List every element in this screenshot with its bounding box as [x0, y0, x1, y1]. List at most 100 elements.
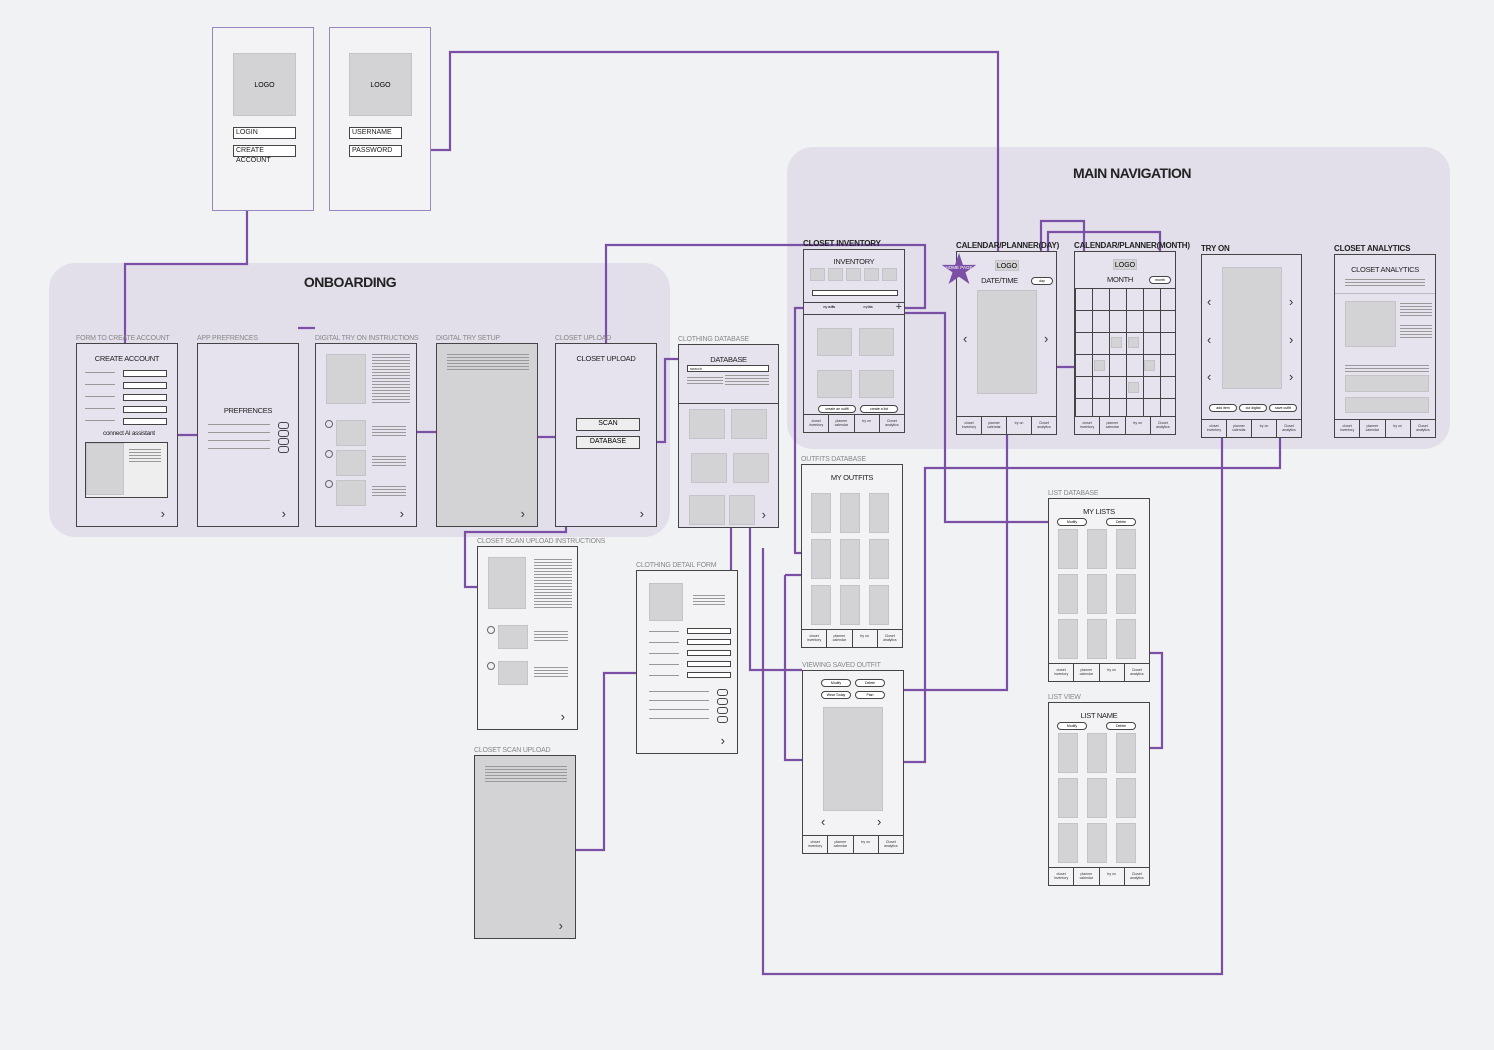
- bottom-nav-item[interactable]: closet inventory: [1054, 668, 1069, 676]
- next-chevron-icon[interactable]: ›: [720, 733, 725, 748]
- bottom-nav-item[interactable]: try on: [851, 630, 877, 647]
- bottom-nav-item[interactable]: Closet analytics: [876, 630, 902, 647]
- login-button[interactable]: LOGIN: [233, 127, 296, 139]
- bottom-nav-item[interactable]: closet inventory: [809, 419, 824, 427]
- pill-button[interactable]: Delete: [855, 679, 885, 687]
- bottom-nav-item[interactable]: planner calendar: [1099, 417, 1124, 434]
- pill-button[interactable]: Delete: [1106, 722, 1136, 730]
- next-chevron-icon[interactable]: ›: [1289, 369, 1294, 384]
- bottom-nav-item[interactable]: Closet analytics: [1149, 417, 1175, 434]
- radio-circle[interactable]: [325, 480, 333, 488]
- form-field[interactable]: [123, 418, 167, 425]
- bottom-nav-item[interactable]: closet inventory: [1080, 421, 1095, 429]
- radio-circle[interactable]: [487, 662, 495, 670]
- bottom-nav-item[interactable]: closet inventory: [961, 421, 977, 429]
- form-field[interactable]: [123, 406, 167, 413]
- database-button[interactable]: DATABASE: [576, 436, 640, 449]
- bottom-nav-item[interactable]: planner calendar: [1226, 420, 1251, 437]
- pill-button[interactable]: create a list: [860, 405, 898, 413]
- next-chevron-icon[interactable]: ›: [399, 506, 404, 521]
- toggle-switch[interactable]: [278, 422, 289, 429]
- toggle-switch[interactable]: [278, 446, 289, 453]
- next-chevron-icon[interactable]: ›: [281, 506, 286, 521]
- username-field[interactable]: USERNAME: [349, 127, 402, 139]
- prev-chevron-icon[interactable]: ‹: [1207, 332, 1212, 347]
- bottom-nav-item[interactable]: try on: [853, 415, 879, 432]
- next-chevron-icon[interactable]: ›: [1044, 331, 1049, 346]
- next-chevron-icon[interactable]: ›: [1289, 294, 1294, 309]
- pill-button[interactable]: Modify: [1057, 518, 1087, 526]
- add-plus-icon[interactable]: +: [895, 301, 902, 313]
- bottom-nav-item[interactable]: try on: [1384, 420, 1410, 437]
- pill-button[interactable]: Modify: [821, 679, 851, 687]
- next-chevron-icon[interactable]: ›: [761, 507, 766, 522]
- bottom-nav-item[interactable]: closet inventory: [1340, 424, 1355, 432]
- pill-button[interactable]: Wear Today: [821, 691, 851, 699]
- bottom-nav-item[interactable]: planner calendar: [826, 630, 851, 647]
- pill-button[interactable]: Modify: [1057, 722, 1087, 730]
- bottom-nav-item[interactable]: try on: [1098, 868, 1124, 885]
- bottom-nav-item[interactable]: planner calendar: [1359, 420, 1384, 437]
- next-chevron-icon[interactable]: ›: [639, 506, 644, 521]
- toggle-switch[interactable]: [278, 438, 289, 445]
- radio-circle[interactable]: [325, 420, 333, 428]
- toggle-switch[interactable]: [717, 698, 728, 705]
- scan-button[interactable]: SCAN: [576, 418, 640, 431]
- month-grid[interactable]: [1075, 288, 1175, 418]
- pill-button[interactable]: save outfit: [1269, 404, 1297, 412]
- pill-button[interactable]: cut digital: [1239, 404, 1267, 412]
- bottom-nav-item[interactable]: try on: [1006, 417, 1031, 434]
- bottom-nav-item[interactable]: Closet analytics: [1031, 417, 1056, 434]
- search-input[interactable]: [812, 290, 898, 296]
- pill-button[interactable]: Plan: [855, 691, 885, 699]
- tab-my-lists[interactable]: my lists: [863, 305, 873, 309]
- bottom-nav-item[interactable]: planner calendar: [1073, 664, 1098, 681]
- prev-chevron-icon[interactable]: ‹: [821, 814, 826, 829]
- search-input[interactable]: search: [687, 365, 769, 372]
- pill-button[interactable]: Delete: [1106, 518, 1136, 526]
- bottom-nav-item[interactable]: planner calendar: [981, 417, 1006, 434]
- pill-button[interactable]: add item: [1209, 404, 1237, 412]
- radio-circle[interactable]: [325, 450, 333, 458]
- toggle-switch[interactable]: [717, 689, 728, 696]
- form-field[interactable]: [123, 394, 167, 401]
- connect-ai-assistant[interactable]: connect AI assistant: [103, 430, 155, 437]
- bottom-nav-item[interactable]: planner calendar: [827, 836, 852, 853]
- bottom-nav-item[interactable]: Closet analytics: [1276, 420, 1301, 437]
- bottom-nav-item[interactable]: closet inventory: [1054, 872, 1069, 880]
- form-field[interactable]: [687, 639, 731, 645]
- next-chevron-icon[interactable]: ›: [160, 506, 165, 521]
- next-chevron-icon[interactable]: ›: [560, 709, 565, 724]
- bottom-nav-item[interactable]: closet inventory: [1206, 424, 1222, 432]
- toggle-switch[interactable]: [717, 707, 728, 714]
- prev-chevron-icon[interactable]: ‹: [963, 331, 968, 346]
- bottom-nav-item[interactable]: closet inventory: [808, 840, 823, 848]
- bottom-nav-item[interactable]: try on: [1098, 664, 1124, 681]
- form-field[interactable]: [687, 672, 731, 678]
- create-account-button[interactable]: CREATE ACCOUNT: [233, 145, 296, 164]
- bottom-nav-item[interactable]: Closet analytics: [878, 415, 904, 432]
- bottom-nav-item[interactable]: planner calendar: [1073, 868, 1098, 885]
- form-field[interactable]: [687, 661, 731, 667]
- bottom-nav-item[interactable]: try on: [1124, 417, 1150, 434]
- next-chevron-icon[interactable]: ›: [520, 506, 525, 521]
- form-field[interactable]: [123, 370, 167, 377]
- bottom-nav-item[interactable]: Closet analytics: [1123, 868, 1149, 885]
- prev-chevron-icon[interactable]: ‹: [1207, 294, 1212, 309]
- form-field[interactable]: [123, 382, 167, 389]
- bottom-nav-item[interactable]: closet inventory: [807, 634, 822, 642]
- prev-chevron-icon[interactable]: ‹: [1207, 369, 1212, 384]
- next-chevron-icon[interactable]: ›: [1289, 332, 1294, 347]
- next-chevron-icon[interactable]: ›: [877, 814, 882, 829]
- bottom-nav-item[interactable]: Closet analytics: [1123, 664, 1149, 681]
- toggle-switch[interactable]: [278, 430, 289, 437]
- bottom-nav-item[interactable]: try on: [1251, 420, 1276, 437]
- pill-button[interactable]: create an outfit: [818, 405, 856, 413]
- bottom-nav-item[interactable]: Closet analytics: [1409, 420, 1435, 437]
- toggle-switch[interactable]: [717, 716, 728, 723]
- pill-button[interactable]: day: [1031, 277, 1053, 285]
- password-field[interactable]: PASSWORD: [349, 145, 402, 157]
- pill-button[interactable]: month: [1149, 276, 1171, 284]
- form-field[interactable]: [687, 628, 731, 634]
- bottom-nav-item[interactable]: Closet analytics: [877, 836, 903, 853]
